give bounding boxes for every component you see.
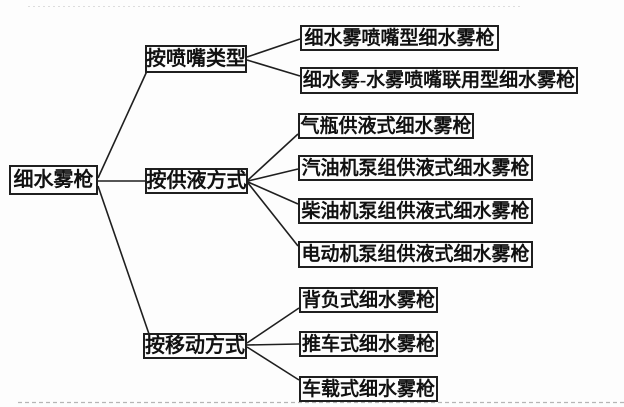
connector-root-nozzle: [97, 70, 148, 179]
leaf-node-diesel-pump-supply: 柴油机泵组供液式细水雾枪: [298, 198, 533, 224]
connector-nozzle-1: [246, 38, 301, 58]
root-node-water-mist-gun: 细水雾枪: [9, 165, 98, 195]
leaf-node-backpack-type: 背负式细水雾枪: [299, 287, 438, 313]
connector-supply-3: [247, 181, 299, 205]
leaf-node-mist-nozzle-type: 细水雾喷嘴型细水雾枪: [300, 25, 499, 51]
connector-nozzle-2: [246, 59, 301, 77]
branch-node-nozzle-type: 按喷嘴类型: [145, 45, 247, 73]
leaf-node-electric-pump-supply: 电动机泵组供液式细水雾枪: [298, 241, 533, 268]
branch-node-supply-method: 按供液方式: [145, 168, 248, 194]
connector-root-mobility: [97, 185, 150, 335]
leaf-node-cart-type: 推车式细水雾枪: [299, 331, 438, 357]
leaf-node-gas-cylinder-supply: 气瓶供液式细水雾枪: [298, 113, 474, 139]
leaf-node-gasoline-pump-supply: 汽油机泵组供液式细水雾枪: [298, 155, 533, 181]
connector-supply-4: [247, 182, 299, 247]
connector-mobility-2: [246, 343, 300, 346]
connector-supply-2: [247, 168, 299, 182]
connector-mobility-3: [246, 346, 300, 381]
connector-supply-1: [247, 133, 299, 181]
branch-node-mobility-method: 按移动方式: [143, 333, 247, 359]
leaf-node-mist-water-spray-combined-type: 细水雾-水雾喷嘴联用型细水雾枪: [300, 67, 578, 94]
leaf-node-vehicle-mounted-type: 车载式细水雾枪: [299, 376, 438, 402]
connector-mobility-1: [246, 307, 300, 344]
